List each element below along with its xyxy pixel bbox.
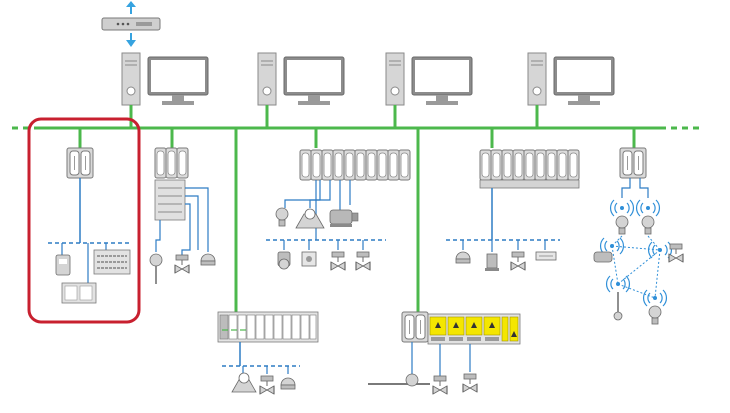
gauge-icon[interactable] [231, 372, 257, 393]
pressure-sensor-icon[interactable] [200, 253, 216, 266]
pressure-sensor-icon[interactable] [648, 305, 662, 325]
wireless-sensor-icon[interactable] [647, 241, 673, 259]
controller-icon[interactable] [66, 147, 94, 179]
network-router-icon [101, 1, 161, 47]
wireless-gateway-icon[interactable] [635, 199, 661, 217]
wireless-gateway-icon[interactable] [609, 199, 635, 217]
segment-remote-io [48, 147, 132, 304]
controller-icon[interactable] [154, 147, 189, 179]
controller-icon[interactable] [619, 147, 647, 179]
pump-icon[interactable] [593, 251, 613, 263]
segment-hazardous-area [368, 311, 521, 395]
valve-icon[interactable] [462, 373, 478, 393]
plant-ethernet-bus [12, 105, 700, 312]
valve-icon[interactable] [330, 251, 346, 271]
controller-rack-icon[interactable] [479, 149, 580, 189]
terminal-icon[interactable] [61, 282, 97, 304]
display-icon[interactable] [301, 251, 317, 267]
valve-icon[interactable] [259, 375, 275, 395]
wireless-sensor-icon[interactable] [605, 275, 631, 293]
controller-rack-icon[interactable] [299, 149, 411, 181]
wireless-gateway-icon[interactable] [615, 215, 629, 235]
desktop-computer-icon[interactable] [121, 52, 209, 106]
desktop-computer-icon[interactable] [527, 52, 615, 106]
segment-field-devices [446, 149, 580, 271]
remote-io-highlight[interactable] [27, 117, 141, 324]
wireless-sensor-icon[interactable] [642, 289, 668, 307]
valve-icon[interactable] [355, 251, 371, 271]
flowmeter-icon[interactable] [368, 373, 430, 387]
display-icon[interactable] [535, 251, 557, 261]
desktop-computer-icon[interactable] [257, 52, 345, 106]
io-panel-icon[interactable] [93, 249, 131, 275]
transmitter-icon[interactable] [485, 253, 499, 271]
pressure-sensor-icon[interactable] [280, 377, 296, 390]
level-sensor-icon[interactable] [149, 253, 163, 284]
desktop-computer-icon[interactable] [385, 52, 473, 106]
level-sensor-icon[interactable] [613, 292, 623, 321]
controller-icon[interactable] [401, 311, 429, 343]
io-cabinet-icon[interactable] [154, 179, 186, 221]
drive-icon[interactable] [55, 254, 71, 276]
segment-multi-controller [266, 149, 411, 271]
valve-icon[interactable] [174, 254, 190, 274]
segment-io-rack [217, 311, 319, 395]
wireless-gateway-icon[interactable] [641, 215, 655, 235]
gauge-icon[interactable] [295, 208, 325, 229]
pressure-sensor-icon[interactable] [455, 251, 471, 264]
segment-wireless [593, 147, 684, 325]
io-module-rack-icon[interactable] [217, 311, 319, 343]
camera-icon[interactable] [277, 251, 291, 270]
motor-icon[interactable] [329, 209, 359, 227]
valve-icon[interactable] [432, 375, 448, 395]
valve-icon[interactable] [510, 251, 526, 271]
camera-icon[interactable] [275, 207, 289, 227]
segment-controller-io [149, 147, 216, 284]
ex-io-module-icon[interactable] [427, 313, 521, 345]
